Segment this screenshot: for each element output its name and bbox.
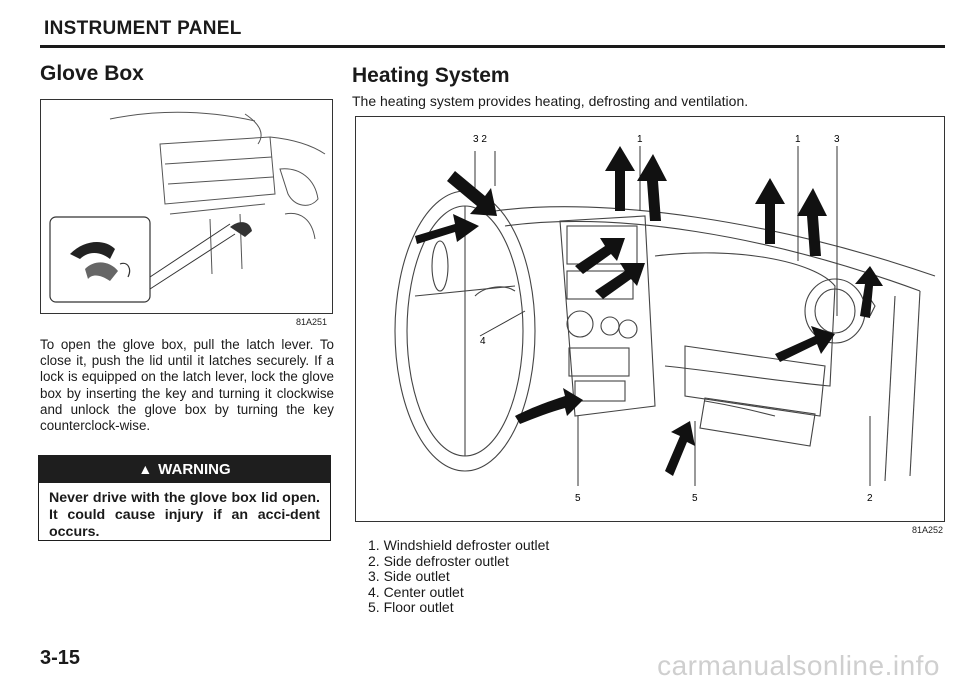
watermark: carmanualsonline.info: [657, 650, 940, 681]
glove-box-body: To open the glove box, pull the latch le…: [40, 337, 334, 434]
callout-bottom-b: 5: [692, 493, 698, 504]
header-rule: [40, 45, 945, 48]
warning-triangle-icon: ▲: [138, 461, 153, 477]
outlet-list: 1. Windshield defroster outlet 2. Side d…: [368, 537, 550, 616]
heating-figure: 3 2 1 1 3 4 5 5 2: [355, 116, 945, 522]
list-item: 4. Center outlet: [368, 583, 464, 600]
heating-illustration: 3 2 1 1 3 4 5 5 2: [355, 116, 945, 522]
glove-box-figure-code: 81A251: [296, 317, 328, 327]
warning-header: ▲ WARNING: [38, 455, 331, 483]
warning-label: WARNING: [158, 460, 231, 478]
list-item: 5. Floor outlet: [368, 599, 454, 616]
heating-title: Heating System: [352, 64, 510, 87]
callout-bottom-c: 2: [867, 493, 873, 504]
callout-top-right-b: 3: [834, 134, 840, 145]
list-item: 2. Side defroster outlet: [368, 552, 509, 569]
callout-top-right-a: 1: [795, 134, 801, 145]
callout-bottom-a: 5: [575, 493, 581, 504]
callout-top-mid: 1: [637, 134, 643, 145]
page-number: 3-15: [40, 647, 81, 669]
list-item: 1. Windshield defroster outlet: [368, 537, 550, 553]
glove-box-figure: [40, 99, 333, 314]
callout-center: 4: [480, 336, 486, 347]
latch-detail: [49, 216, 252, 303]
section-header: INSTRUMENT PANEL: [44, 18, 242, 39]
list-item: 3. Side outlet: [368, 568, 450, 585]
heating-figure-code: 81A252: [912, 525, 944, 535]
callout-top-left: 3 2: [473, 134, 487, 145]
heating-intro: The heating system provides heating, def…: [352, 93, 749, 109]
glove-box-title: Glove Box: [40, 62, 144, 85]
glove-box-illustration: [40, 99, 333, 314]
warning-body: Never drive with the glove box lid open.…: [38, 483, 331, 541]
